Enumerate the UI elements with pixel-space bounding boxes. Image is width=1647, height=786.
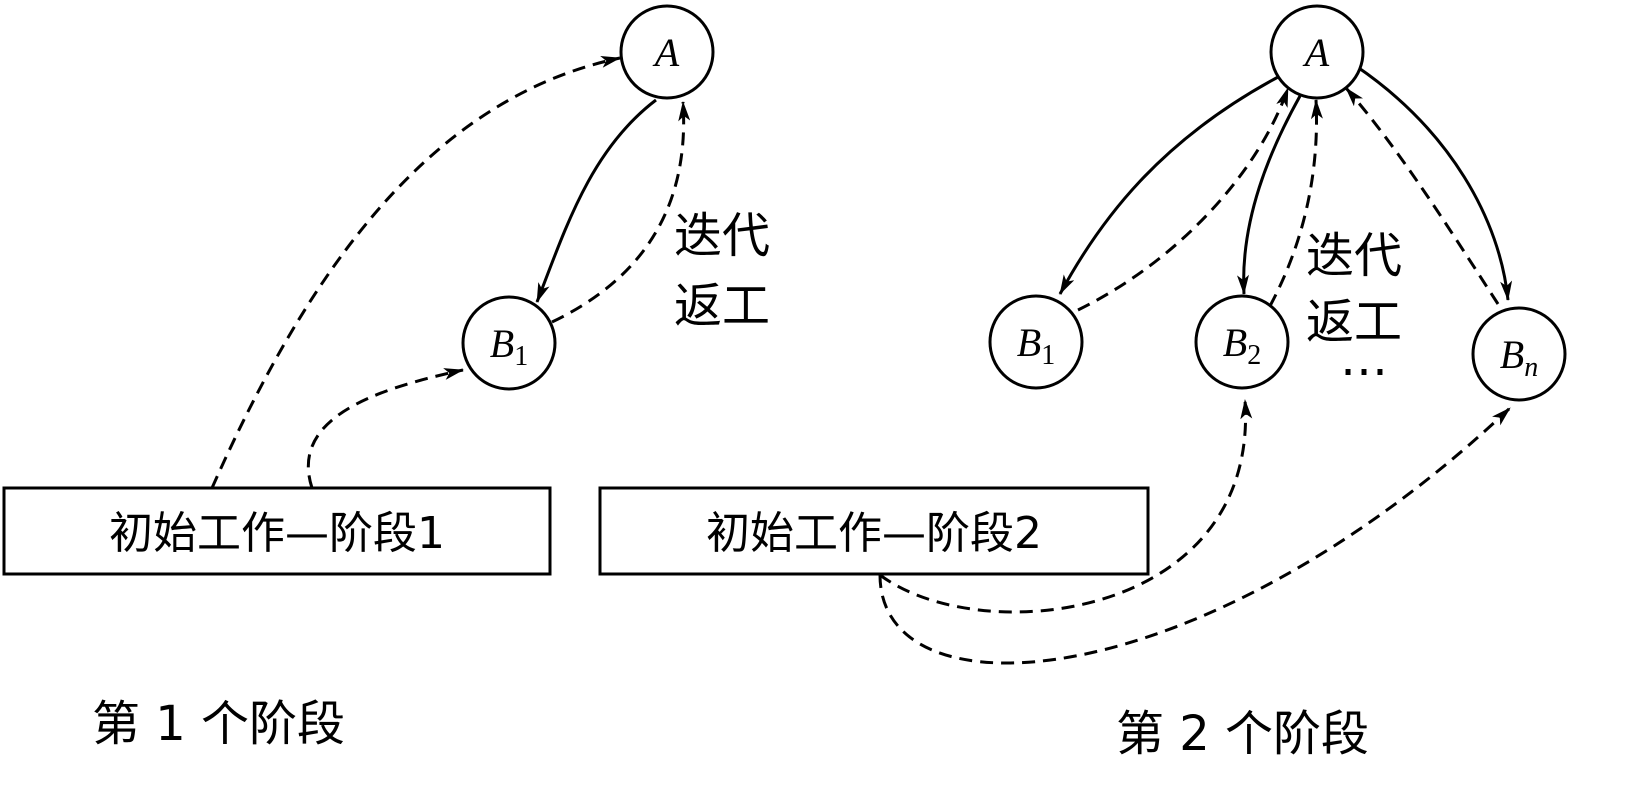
stage-1: A B1 迭代 返工 初始工作—阶段1 第 1 个阶段 xyxy=(2,4,770,752)
dashed-arrow-box1-to-a xyxy=(210,56,621,489)
node-a-stage1: A xyxy=(619,4,715,100)
svg-text:B1: B1 xyxy=(1017,320,1055,371)
dashed-arrow-b2-to-a xyxy=(1268,99,1323,307)
node-b1-stage2-label: B xyxy=(1017,320,1041,365)
dashed-arrow-box2-to-b2 xyxy=(879,399,1253,614)
stage2-caption: 第 2 个阶段 xyxy=(1116,706,1369,762)
node-b2-stage2-subscript: 2 xyxy=(1247,340,1261,371)
dashed-arrow-box2-to-bn xyxy=(878,406,1512,665)
node-a-stage2-label: A xyxy=(1302,30,1330,75)
node-b1-stage1: B1 xyxy=(461,295,557,391)
dashed-arrow-box1-to-b1 xyxy=(306,368,464,489)
node-bn-stage2-subscript: n xyxy=(1524,352,1538,383)
node-b1-stage2: B1 xyxy=(988,294,1084,390)
stage-2: A B1 B2 Bn 迭代 返工 … 初始工作—阶段2 第 2 个 xyxy=(598,4,1567,762)
dashed-arrow-b1-to-a xyxy=(551,101,691,324)
stage2-iteration-label-line2: 返工 xyxy=(1306,294,1402,350)
stage2-iteration-label-line1: 迭代 xyxy=(1306,228,1402,284)
stage2-ellipsis: … xyxy=(1340,331,1388,387)
initial-work-box-stage1: 初始工作—阶段1 xyxy=(2,486,552,576)
node-bn-stage2-label: B xyxy=(1500,332,1524,377)
node-b1-stage1-label: B xyxy=(490,321,514,366)
solid-arrow-a-to-bn xyxy=(1355,64,1513,301)
dashed-arrow-b1-to-a-stage2 xyxy=(1077,87,1290,312)
node-b2-stage2: B2 xyxy=(1194,294,1290,390)
initial-work-box-stage1-label: 初始工作—阶段1 xyxy=(109,508,445,559)
stage1-iteration-label-line1: 迭代 xyxy=(674,208,770,264)
initial-work-box-stage2: 初始工作—阶段2 xyxy=(598,486,1150,576)
node-a-stage2: A xyxy=(1269,4,1365,100)
node-b1-stage2-subscript: 1 xyxy=(1041,340,1055,371)
node-b2-stage2-label: B xyxy=(1223,320,1247,365)
dashed-arrow-bn-to-a xyxy=(1344,87,1500,305)
stage1-iteration-label-line2: 返工 xyxy=(674,278,770,334)
svg-text:Bn: Bn xyxy=(1500,332,1538,383)
node-bn-stage2: Bn xyxy=(1471,306,1567,402)
svg-text:B2: B2 xyxy=(1223,320,1261,371)
solid-arrow-a-to-b1 xyxy=(535,98,657,303)
stage1-caption: 第 1 个阶段 xyxy=(92,696,345,752)
solid-arrow-a-to-b2 xyxy=(1236,95,1302,295)
initial-work-box-stage2-label: 初始工作—阶段2 xyxy=(706,508,1042,559)
node-b1-stage1-subscript: 1 xyxy=(514,341,528,372)
node-a-stage1-label: A xyxy=(652,30,680,75)
solid-arrow-a-to-b1-stage2 xyxy=(1058,74,1281,295)
svg-text:B1: B1 xyxy=(490,321,528,372)
